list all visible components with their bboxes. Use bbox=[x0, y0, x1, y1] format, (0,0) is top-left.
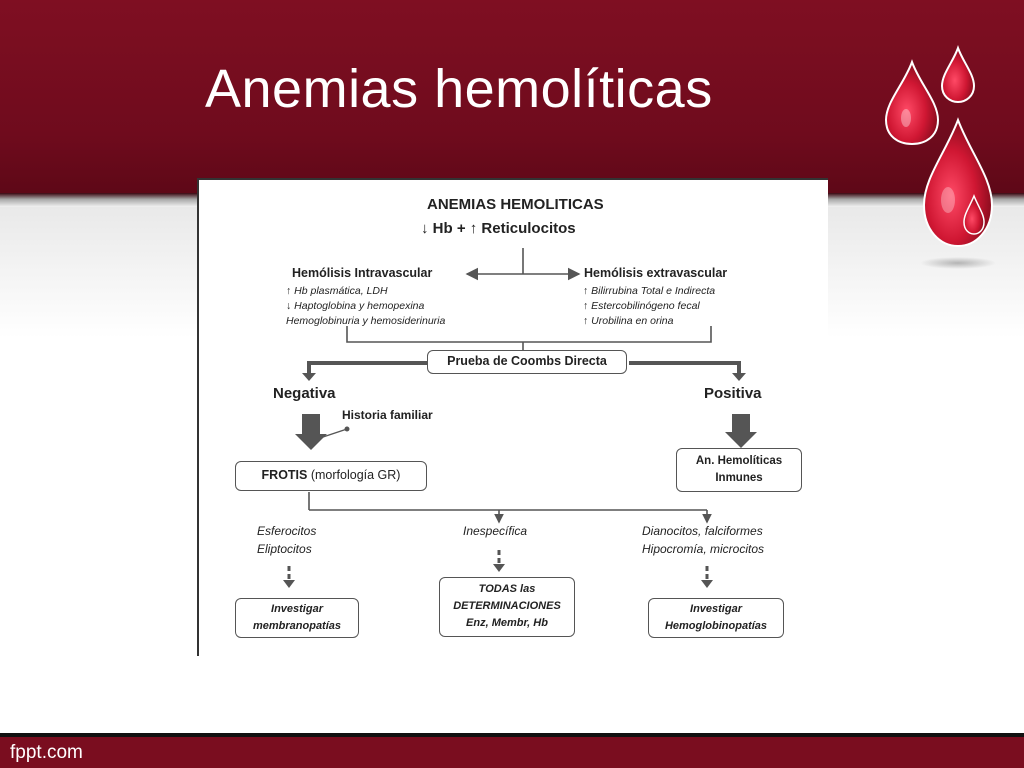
footer-brand: fppt.com bbox=[10, 742, 83, 763]
branch-right-line-1: Dianocitos, falciformes bbox=[642, 524, 763, 538]
inmunes-line-2: Inmunes bbox=[715, 472, 763, 484]
extravascular-line-3: ↑ Urobilina en orina bbox=[583, 315, 674, 327]
extravascular-title: Hemólisis extravascular bbox=[584, 266, 728, 280]
box-right-line-2: Hemoglobinopatías bbox=[664, 620, 768, 632]
extravascular-line-1: ↑ Bilirrubina Total e Indirecta bbox=[583, 285, 716, 297]
membranopatias-box: Investigar membranopatías bbox=[235, 598, 359, 638]
slide-title: Anemias hemolíticas bbox=[205, 59, 713, 119]
todas-determinaciones-box: TODAS las DETERMINACIONES Enz, Membr, Hb bbox=[439, 577, 575, 637]
box-right-line-1: Investigar bbox=[690, 603, 742, 615]
flowchart-diagram: ANEMIAS HEMOLITICAS ↓ Hb + ↑ Reticulocit… bbox=[197, 178, 828, 656]
intravascular-line-2: ↓ Haptoglobina y hemopexina bbox=[286, 300, 425, 312]
box-mid-line-1: TODAS las bbox=[478, 583, 536, 595]
diagram-subheading: ↓ Hb + ↑ Reticulocitos bbox=[421, 220, 576, 237]
diagram-heading: ANEMIAS HEMOLITICAS bbox=[427, 196, 604, 213]
branch-right-line-2: Hipocromía, microcitos bbox=[642, 542, 765, 556]
intravascular-line-1: ↑ Hb plasmática, LDH bbox=[286, 285, 388, 297]
drop-small-top bbox=[940, 45, 976, 104]
intravascular-title: Hemólisis Intravascular bbox=[292, 266, 433, 280]
coombs-box: Prueba de Coombs Directa bbox=[427, 350, 627, 374]
box-left-line-2: membranopatías bbox=[252, 620, 342, 632]
inmunes-box: An. Hemolíticas Inmunes bbox=[676, 448, 802, 492]
blood-drops-icon bbox=[884, 45, 996, 269]
extravascular-line-2: ↑ Estercobilinógeno fecal bbox=[583, 300, 700, 312]
header-band bbox=[0, 0, 1024, 193]
box-mid-line-2: DETERMINACIONES bbox=[453, 600, 561, 612]
frotis-box: FROTIS (morfología GR) bbox=[235, 461, 427, 491]
box-mid-line-3: Enz, Membr, Hb bbox=[466, 617, 548, 629]
footer-bar bbox=[0, 737, 1024, 768]
inmunes-line-1: An. Hemolíticas bbox=[695, 455, 783, 467]
intravascular-line-3: Hemoglobinuria y hemosiderinuria bbox=[286, 315, 446, 327]
branch-left-line-2: Eliptocitos bbox=[257, 542, 312, 556]
branch-mid-line-1: Inespecífica bbox=[463, 524, 528, 538]
branch-left-line-1: Esferocitos bbox=[257, 524, 317, 538]
drop-tiny bbox=[963, 193, 985, 235]
frotis-label: FROTIS bbox=[261, 468, 308, 482]
box-left-line-1: Investigar bbox=[271, 603, 323, 615]
negativa-label: Negativa bbox=[273, 385, 336, 402]
hemoglobinopatias-box: Investigar Hemoglobinopatías bbox=[648, 598, 784, 638]
positiva-label: Positiva bbox=[704, 385, 762, 402]
flowchart-connectors bbox=[283, 248, 757, 588]
historia-familiar-label: Historia familiar bbox=[342, 408, 433, 422]
frotis-detail: (morfología GR) bbox=[307, 468, 401, 482]
drop-medium bbox=[884, 59, 940, 146]
footer-divider bbox=[0, 733, 1024, 737]
